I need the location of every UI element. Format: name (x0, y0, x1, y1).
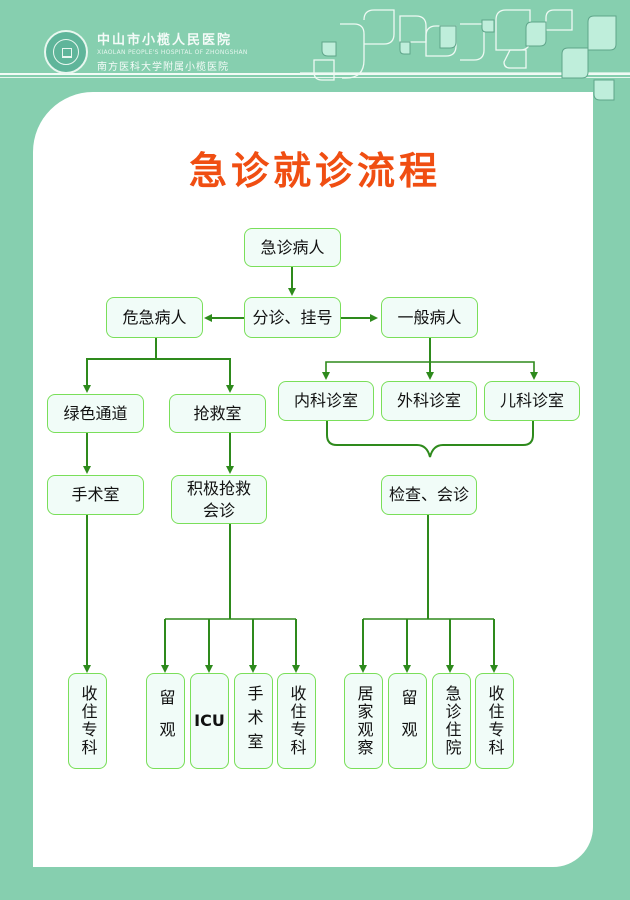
node-critical-patient: 危急病人 (106, 297, 203, 338)
connector-to-internal (322, 361, 430, 380)
connector-brace (326, 421, 534, 458)
outcome-icu: ICU (190, 673, 229, 769)
node-green-channel: 绿色通道 (47, 394, 144, 433)
outcome-observation: 留观 (146, 673, 185, 769)
node-general-patient: 一般病人 (381, 297, 478, 338)
node-pediatric-clinic: 儿科诊室 (484, 381, 580, 421)
outcome-observation: 留观 (388, 673, 427, 769)
connector-to-pediatric (430, 361, 538, 380)
node-active-rescue: 积极抢救会诊 (171, 475, 267, 524)
node-rescue-room: 抢救室 (169, 394, 266, 433)
node-exam-consult: 检查、会诊 (381, 475, 477, 515)
hospital-affiliation: 南方医科大学附属小榄医院 (97, 62, 229, 73)
outcome-admit-specialty: 收住专科 (475, 673, 514, 769)
leaf-decoration (300, 9, 630, 101)
outcome-admit-specialty: 收住专科 (68, 673, 107, 769)
node-internal-clinic: 内科诊室 (278, 381, 374, 421)
page-title: 急诊就诊流程 (188, 149, 441, 193)
hospital-name-en: XIAOLAN PEOPLE'S HOSPITAL OF ZHONGSHAN (97, 49, 248, 56)
node-operating-room: 手术室 (47, 475, 144, 515)
outcome-admit-specialty: 收住专科 (277, 673, 316, 769)
connector-to-rescue (156, 358, 234, 393)
hospital-emblem-icon (44, 30, 88, 74)
hospital-name: 中山市小榄人民医院 (97, 33, 233, 48)
header-divider (0, 73, 630, 75)
node-emergency-patient: 急诊病人 (244, 228, 341, 267)
outcome-surgery: 手术室 (234, 673, 273, 769)
node-triage-registration: 分诊、挂号 (244, 297, 341, 338)
node-surgical-clinic: 外科诊室 (381, 381, 477, 421)
connector-to-green (83, 358, 156, 393)
outcome-home-observation: 居家观察 (344, 673, 383, 769)
outcome-er-admission: 急诊住院 (432, 673, 471, 769)
